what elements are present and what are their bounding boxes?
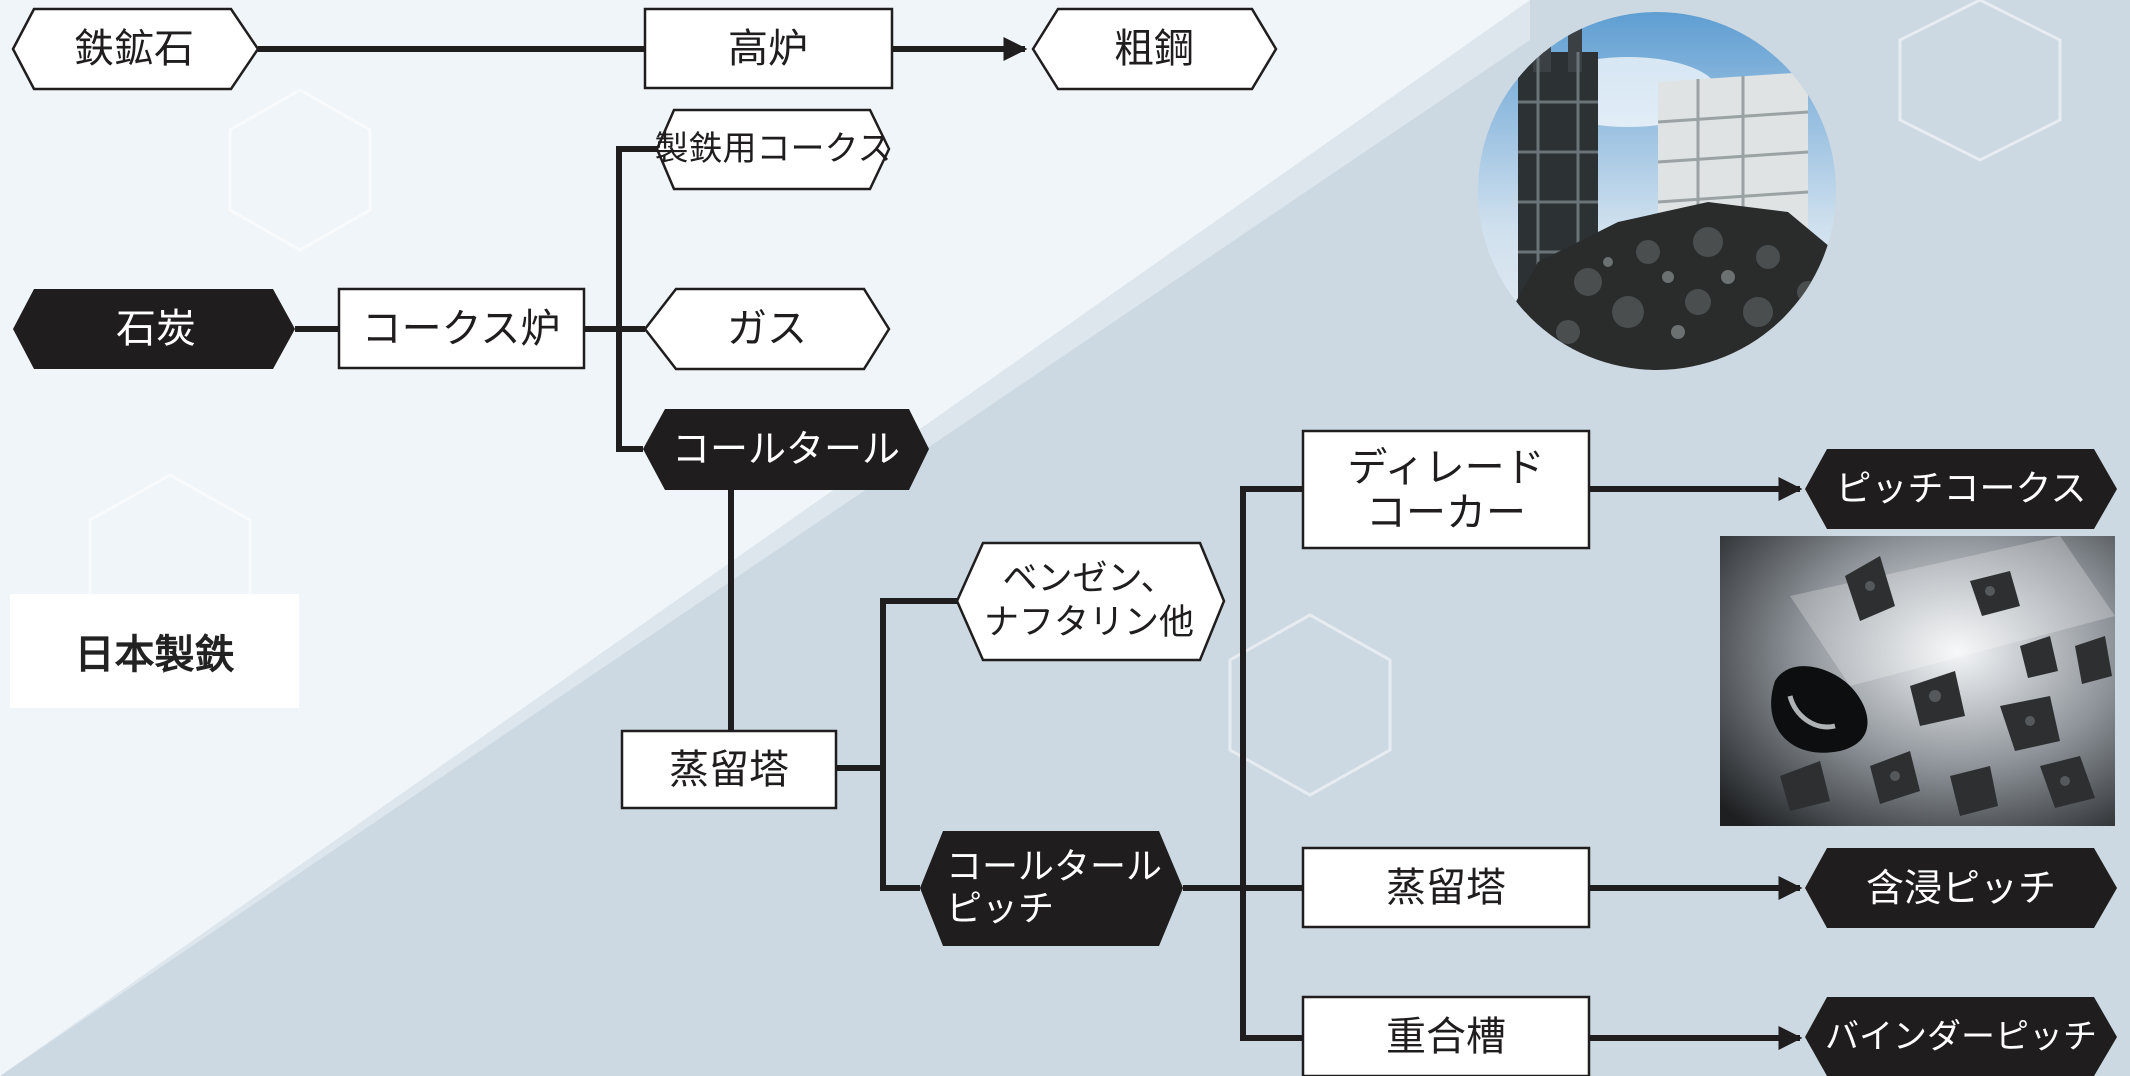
node-coal-tar-pitch: コールタール ピッチ (920, 831, 1183, 946)
node-benzene: ベンゼン、 ナフタリン他 (955, 541, 1226, 662)
steel-coke-label: 製鉄用コークス (655, 129, 892, 169)
node-distillation-tower-2: 蒸留塔 (1301, 846, 1591, 929)
node-coal-tar: コールタール (643, 409, 929, 490)
node-polymerization-tank: 重合槽 (1301, 995, 1591, 1076)
coal-tar-pitch-label-line2: ピッチ (946, 889, 1054, 930)
company-name: 日本製鉄 (10, 594, 299, 708)
node-blast-furnace: 高炉 (643, 7, 894, 90)
node-binder-pitch: バインダーピッチ (1805, 997, 2117, 1076)
node-gas: ガス (643, 287, 891, 371)
node-coke-oven: コークス炉 (337, 287, 586, 370)
pitch-coke-photo (1720, 536, 2115, 826)
delayed-coker-label-line2: コーカー (1366, 490, 1526, 536)
impregnated-pitch-label: 含浸ピッチ (1866, 866, 2056, 910)
blast-furnace-label: 高炉 (728, 26, 808, 72)
node-coal: 石炭 (13, 289, 295, 369)
benzene-label-line2: ナフタリン他 (984, 603, 1194, 643)
node-crude-steel: 粗鋼 (1031, 7, 1278, 91)
distillation-tower-2-label: 蒸留塔 (1386, 865, 1506, 911)
delayed-coker-label-line1: ディレード (1347, 445, 1544, 491)
pitch-coke-label: ピッチコークス (1836, 469, 2087, 510)
gas-label: ガス (727, 306, 807, 352)
node-iron-ore: 鉄鉱石 (11, 7, 260, 91)
crude-steel-label: 粗鋼 (1114, 26, 1194, 72)
node-pitch-coke: ピッチコークス (1805, 449, 2117, 529)
benzene-label-line1: ベンゼン、 (1003, 559, 1176, 599)
coal-label: 石炭 (116, 306, 196, 352)
node-delayed-coker: ディレード コーカー (1301, 429, 1591, 550)
binder-pitch-label: バインダーピッチ (1825, 1017, 2097, 1057)
node-impregnated-pitch: 含浸ピッチ (1805, 848, 2117, 928)
coke-plant-photo (1478, 12, 1836, 370)
node-distillation-tower-1: 蒸留塔 (620, 729, 838, 810)
coal-tar-pitch-label-line1: コールタール (946, 847, 1162, 888)
polymerization-tank-label: 重合槽 (1386, 1014, 1506, 1060)
distillation-tower-1-label: 蒸留塔 (669, 747, 789, 793)
iron-ore-label: 鉄鉱石 (74, 26, 194, 72)
node-steel-coke: 製鉄用コークス (655, 108, 892, 191)
coal-tar-label: コールタール (672, 427, 900, 471)
coke-oven-label: コークス炉 (362, 306, 561, 352)
